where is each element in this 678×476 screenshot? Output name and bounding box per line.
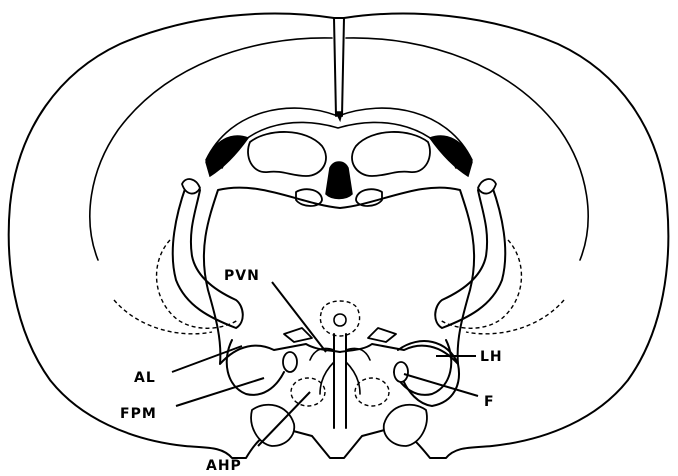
right-lateral-ventricle bbox=[430, 136, 472, 176]
label-ahp: AHP bbox=[206, 458, 242, 474]
corpus-callosum bbox=[206, 108, 472, 160]
al-leader bbox=[172, 346, 242, 372]
right-dotted-line bbox=[466, 300, 564, 334]
left-caudate bbox=[248, 132, 326, 176]
right-optic-tract bbox=[384, 405, 427, 446]
right-dashed-region bbox=[440, 240, 521, 328]
third-ventricle-branches bbox=[310, 348, 370, 394]
fpm-leader bbox=[176, 378, 264, 406]
third-ventricle-dorsal bbox=[326, 162, 352, 199]
left-internal-capsule bbox=[173, 186, 243, 328]
pvn-dashed-ring bbox=[320, 301, 359, 336]
pvn-inner bbox=[334, 314, 346, 326]
third-ventricle-stem bbox=[334, 334, 346, 428]
right-internal-capsule bbox=[435, 186, 505, 328]
label-fpm: FPM bbox=[120, 406, 157, 422]
left-dotted-line bbox=[114, 300, 212, 334]
label-f: F bbox=[484, 394, 495, 410]
right-caudate bbox=[352, 132, 430, 176]
right-fornix bbox=[394, 362, 408, 382]
brain-outline bbox=[9, 14, 669, 458]
left-optic-tract bbox=[251, 405, 294, 446]
right-diamond bbox=[368, 328, 396, 342]
left-dashed-region bbox=[157, 240, 238, 328]
left-fornix bbox=[283, 352, 297, 372]
label-al: AL bbox=[134, 370, 156, 386]
midline-fissure bbox=[334, 18, 344, 116]
left-lateral-ventricle bbox=[206, 136, 248, 176]
label-pvn: PVN bbox=[224, 268, 260, 284]
left-diamond bbox=[284, 328, 312, 342]
label-lh: LH bbox=[480, 349, 503, 365]
